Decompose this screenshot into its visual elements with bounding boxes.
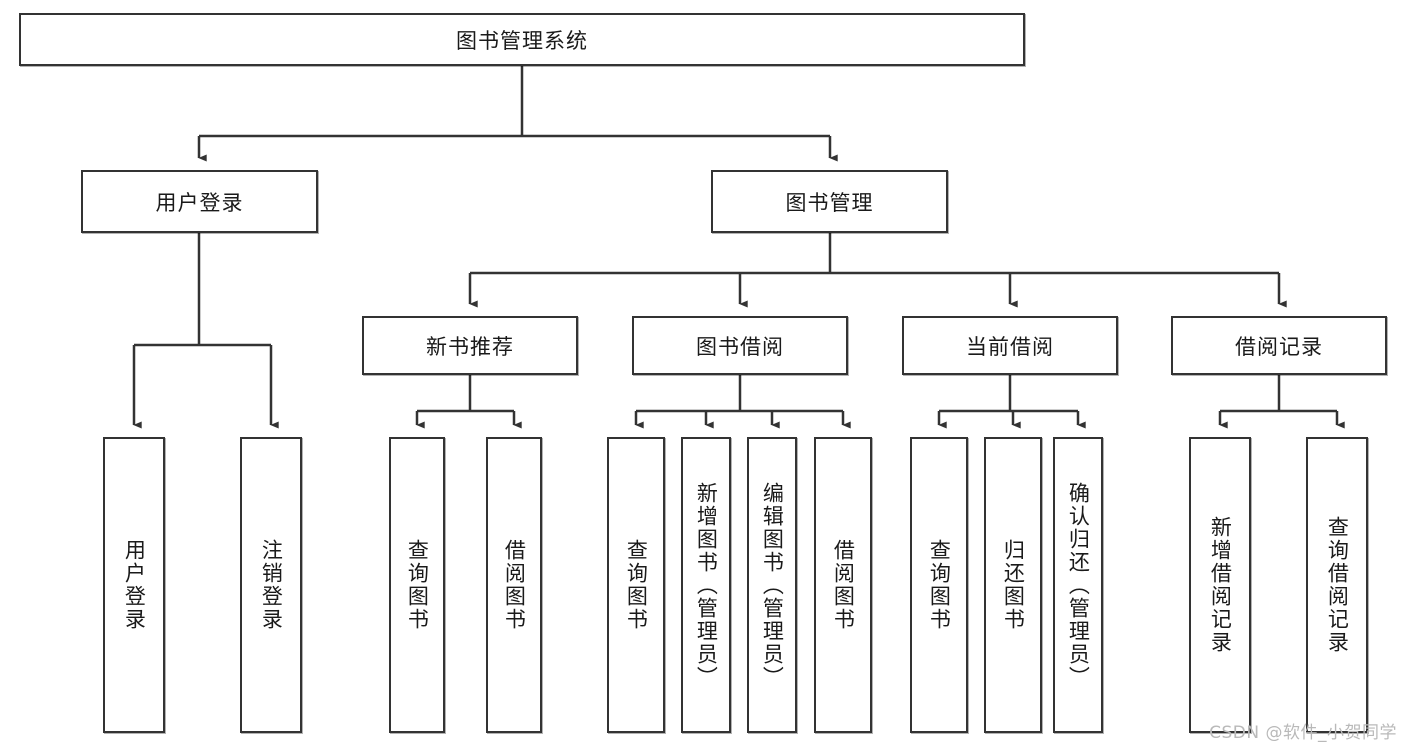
node-root-label: 图书管理系统 — [456, 28, 588, 53]
node-leaf-edit-book-label: 编辑图书（管理员） — [760, 481, 785, 689]
node-new-book-rec[interactable]: 新书推荐 — [362, 316, 578, 375]
node-leaf-confirm-return[interactable]: 确认归还（管理员） — [1053, 437, 1103, 733]
node-leaf-query-book-1[interactable]: 查询图书 — [389, 437, 445, 733]
node-leaf-return-book[interactable]: 归还图书 — [984, 437, 1042, 733]
node-leaf-user-login[interactable]: 用户登录 — [103, 437, 165, 733]
node-user-login-label: 用户登录 — [155, 190, 244, 215]
node-leaf-edit-book[interactable]: 编辑图书（管理员） — [747, 437, 797, 733]
node-book-borrow[interactable]: 图书借阅 — [632, 316, 848, 375]
node-leaf-user-login-label: 用户登录 — [122, 539, 147, 631]
node-root[interactable]: 图书管理系统 — [19, 13, 1025, 66]
node-leaf-query-book-2[interactable]: 查询图书 — [607, 437, 665, 733]
node-book-manage-label: 图书管理 — [785, 190, 874, 215]
node-leaf-query-book-2-label: 查询图书 — [624, 539, 649, 631]
node-leaf-borrow-book-1-label: 借阅图书 — [502, 539, 527, 631]
node-leaf-query-book-3-label: 查询图书 — [927, 539, 952, 631]
node-leaf-logout-label: 注销登录 — [259, 539, 284, 631]
node-leaf-borrow-book-2-label: 借阅图书 — [831, 539, 856, 631]
node-leaf-confirm-return-label: 确认归还（管理员） — [1066, 481, 1091, 689]
node-leaf-borrow-book-2[interactable]: 借阅图书 — [814, 437, 872, 733]
node-current-borrow-label: 当前借阅 — [966, 334, 1054, 359]
node-book-borrow-label: 图书借阅 — [696, 334, 784, 359]
node-current-borrow[interactable]: 当前借阅 — [902, 316, 1118, 375]
node-leaf-add-book-label: 新增图书（管理员） — [694, 481, 719, 689]
node-borrow-record[interactable]: 借阅记录 — [1171, 316, 1387, 375]
csdn-watermark: CSDN @软件_小贺同学 — [1209, 723, 1397, 743]
node-leaf-borrow-book-1[interactable]: 借阅图书 — [486, 437, 542, 733]
node-leaf-add-record-label: 新增借阅记录 — [1208, 516, 1233, 654]
node-leaf-query-book-1-label: 查询图书 — [405, 539, 430, 631]
node-leaf-query-record-label: 查询借阅记录 — [1325, 516, 1350, 654]
node-leaf-return-book-label: 归还图书 — [1001, 539, 1026, 631]
node-leaf-logout[interactable]: 注销登录 — [240, 437, 302, 733]
node-new-book-rec-label: 新书推荐 — [426, 334, 514, 359]
node-user-login[interactable]: 用户登录 — [81, 170, 318, 233]
node-borrow-record-label: 借阅记录 — [1235, 334, 1323, 359]
node-book-manage[interactable]: 图书管理 — [711, 170, 948, 233]
node-leaf-add-record[interactable]: 新增借阅记录 — [1189, 437, 1251, 733]
node-leaf-query-record[interactable]: 查询借阅记录 — [1306, 437, 1368, 733]
node-leaf-query-book-3[interactable]: 查询图书 — [910, 437, 968, 733]
node-leaf-add-book[interactable]: 新增图书（管理员） — [681, 437, 731, 733]
